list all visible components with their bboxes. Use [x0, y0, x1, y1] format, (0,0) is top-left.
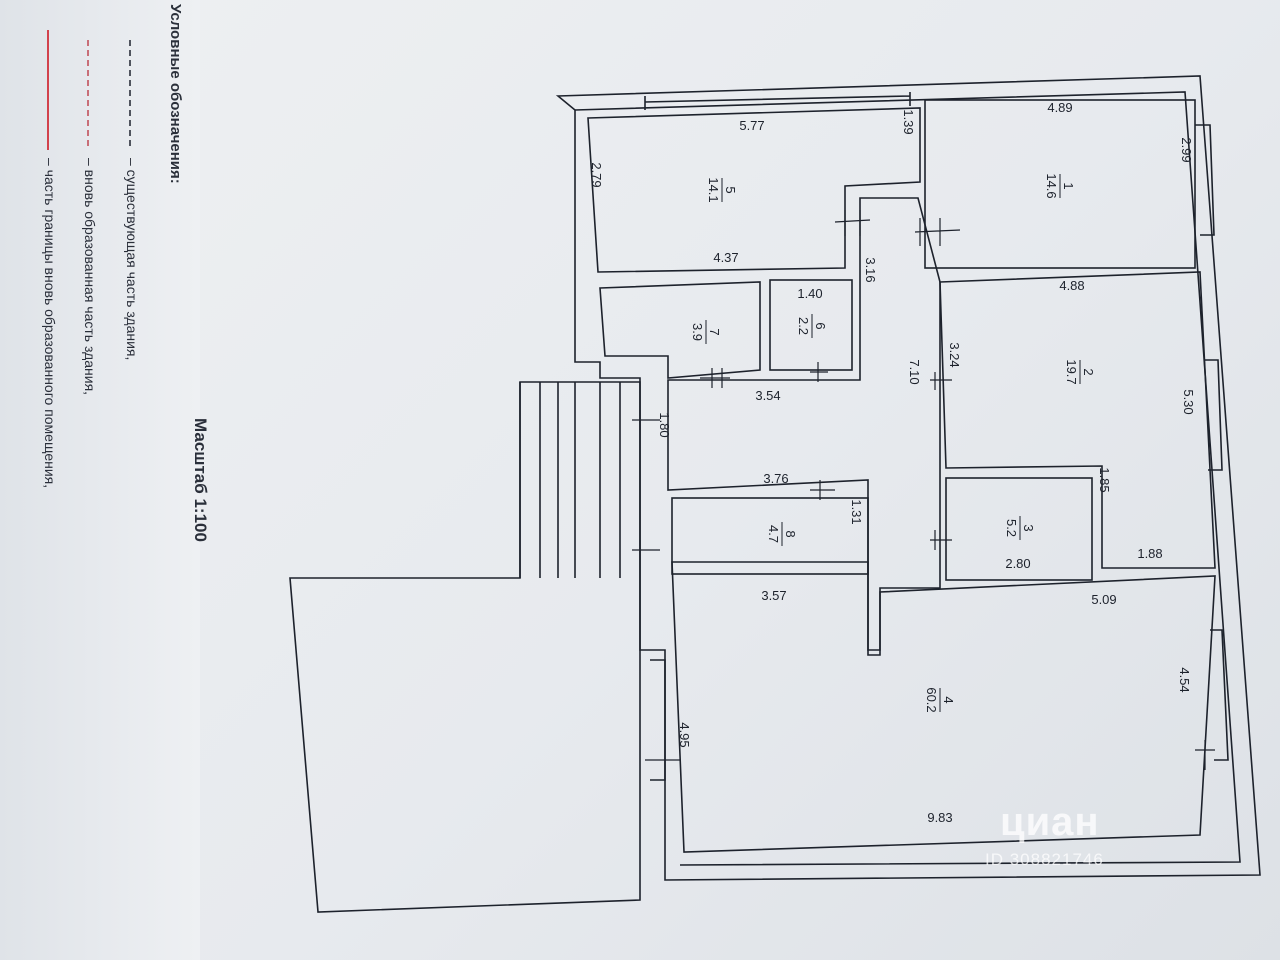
room-number: 2	[1081, 368, 1096, 375]
room-number: 4	[941, 696, 956, 703]
dimension-label: 5.09	[1091, 592, 1116, 607]
dimension-label: 1.80	[657, 412, 672, 437]
dimension-label: 2.79	[589, 162, 604, 187]
window-top	[644, 92, 911, 110]
watermark-brand: циан	[1000, 800, 1100, 844]
room-3-outline	[945, 477, 1093, 581]
room-label-2: 219.7	[1064, 359, 1096, 384]
room-6-outline	[769, 279, 853, 371]
room-label-1: 114.6	[1044, 173, 1076, 198]
dimension-label: 4.88	[1059, 278, 1084, 293]
dimension-label: 7.10	[907, 359, 922, 384]
room-number: 1	[1061, 182, 1076, 189]
room-8-outline	[671, 497, 869, 575]
watermark-id: ID 308821746	[985, 850, 1104, 869]
room-area: 3.9	[690, 323, 705, 341]
room-number: 3	[1021, 524, 1036, 531]
hall-outline	[667, 197, 941, 656]
dimension-label: 3.54	[755, 388, 780, 403]
terrace-outline	[289, 381, 641, 913]
room-area: 5.2	[1004, 519, 1019, 537]
dimension-label: 3.24	[947, 342, 962, 367]
dimension-label: 1.39	[901, 109, 916, 134]
legend-panel	[0, 0, 200, 960]
window-right-3	[1210, 629, 1229, 761]
room-area: 2.2	[796, 317, 811, 335]
room-number: 6	[813, 322, 828, 329]
dimension-label: 4.54	[1177, 667, 1192, 692]
dimension-label: 1.85	[1097, 467, 1112, 492]
room-label-7: 73.9	[690, 320, 722, 344]
inner-wall-outline	[574, 91, 1241, 866]
room-area: 14.6	[1044, 173, 1059, 198]
room-label-4: 460.2	[924, 687, 956, 712]
room-label-3: 35.2	[1004, 516, 1036, 540]
room-area: 60.2	[924, 687, 939, 712]
dimension-label: 5.30	[1181, 389, 1196, 414]
room-number: 8	[783, 530, 798, 537]
room-area: 14.1	[706, 177, 721, 202]
room-number: 7	[707, 328, 722, 335]
dimension-label: 4.95	[677, 722, 692, 747]
door-ticks	[632, 210, 1215, 770]
room-7-outline	[599, 281, 761, 379]
room-area: 19.7	[1064, 359, 1079, 384]
dimension-label: 5.77	[739, 118, 764, 133]
room-area: 4.7	[766, 525, 781, 543]
dimension-label: 1.88	[1137, 546, 1162, 561]
room-label-5: 514.1	[706, 177, 738, 202]
room-label-6: 62.2	[796, 314, 828, 338]
dimension-label: 4.89	[1047, 100, 1072, 115]
dimension-label: 1.40	[797, 286, 822, 301]
room-number: 5	[723, 186, 738, 193]
dimension-label: 4.37	[713, 250, 738, 265]
room-4-outline	[671, 561, 1216, 853]
dimension-label: 3.57	[761, 588, 786, 603]
dimension-label: 2.99	[1179, 137, 1194, 162]
room-1-outline	[924, 99, 1196, 269]
room-2-outline	[939, 271, 1216, 569]
room-5-outline	[587, 107, 921, 273]
dimension-label: 3.16	[863, 257, 878, 282]
dimension-label: 2.80	[1005, 556, 1030, 571]
window-left	[650, 659, 666, 781]
dimension-label: 3.76	[763, 471, 788, 486]
dimension-label: 9.83	[927, 810, 952, 825]
window-right-1	[1195, 124, 1215, 236]
room-label-8: 84.7	[766, 522, 798, 546]
window-right-2	[1205, 359, 1223, 471]
dimension-label: 1.31	[849, 499, 864, 524]
